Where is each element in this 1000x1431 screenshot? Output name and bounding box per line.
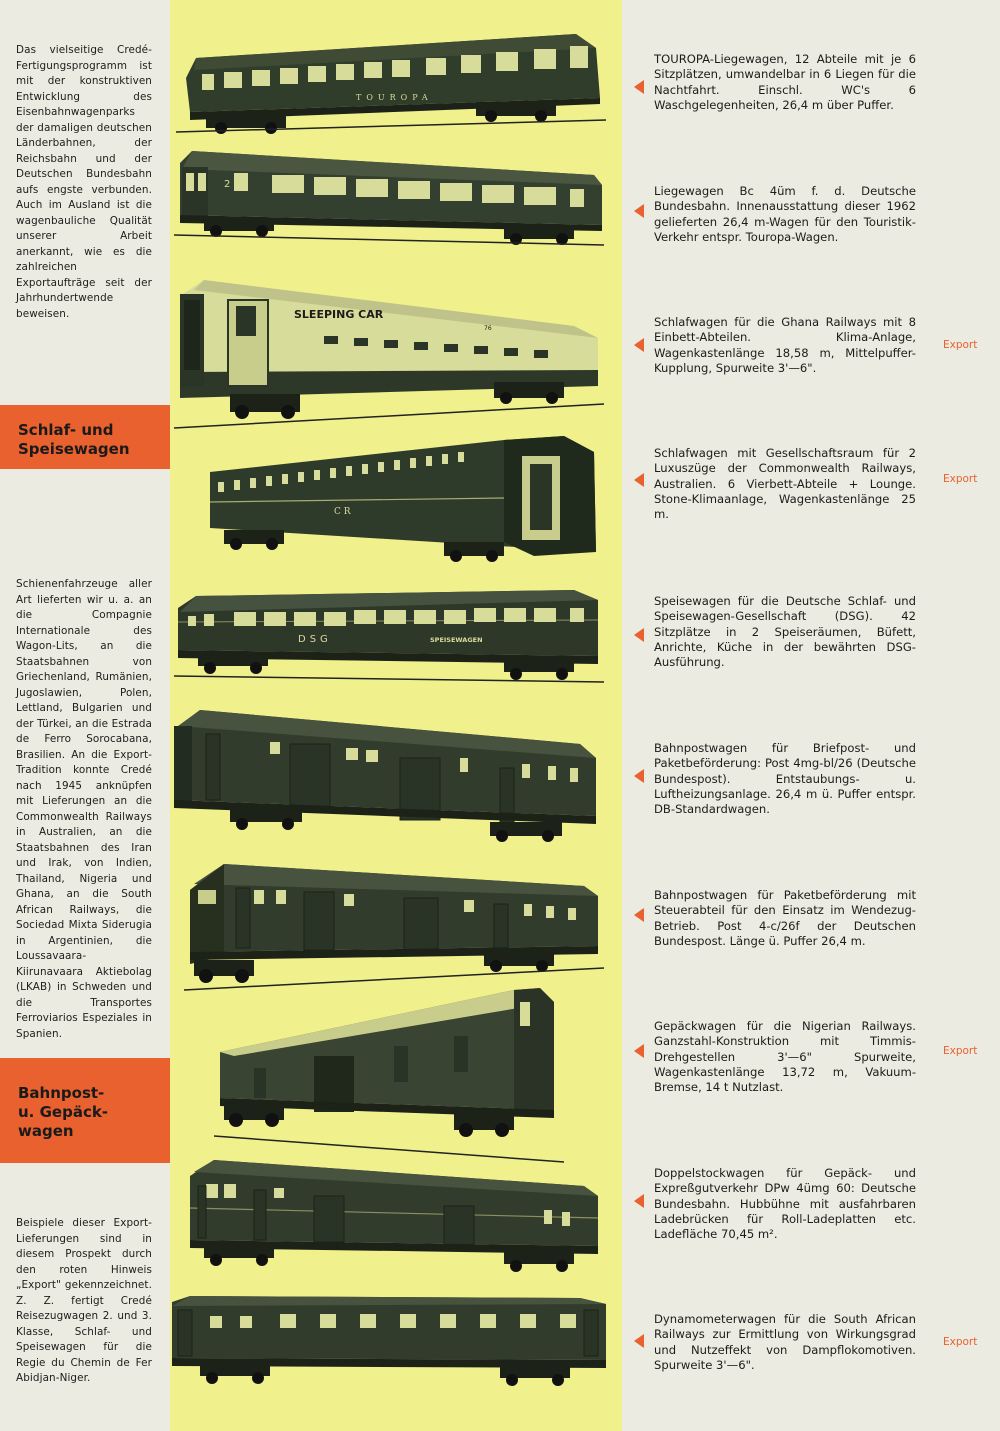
nigerian-baggage-car-image [214,986,564,1166]
pointer-arrow-icon [634,204,644,218]
pointer-arrow-icon [634,1194,644,1208]
entry-dynamometer-car: Dynamometerwagen für die South African R… [654,1312,916,1372]
section-label-line: Speisewagen [18,440,130,458]
left-column: Das vielseitige Credé-Fertigungsprogramm… [0,0,170,1431]
touropa-couchette-car-image: TOUROPA [176,28,606,138]
control-mail-van-image [184,860,604,1000]
pointer-arrow-icon [634,473,644,487]
sleeping-car-lettering: SLEEPING CAR [294,308,384,321]
intro-paragraph: Das vielseitige Credé-Fertigungsprogramm… [16,44,152,320]
ghana-sleeping-car-image: SLEEPING CAR 76 [174,276,604,436]
entry-control-mail-van: Bahnpostwagen für Paketbeförderung mit S… [654,888,916,948]
photo-strip: TOUROPA 2 [170,0,622,1431]
entry-ghana-sleeping-car: Schlafwagen für die Ghana Railways mit 8… [654,315,916,375]
class-number-2: 2 [224,179,230,190]
car-number-76: 76 [484,325,492,332]
export-badge: Export [943,1336,978,1348]
entry-double-deck-car: Doppelstockwagen für Gepäck- und Expreßg… [654,1166,916,1242]
export-badge: Export [943,339,978,351]
pointer-arrow-icon [634,338,644,352]
examples-paragraph: Beispiele dieser Export-Lieferungen sind… [16,1217,152,1384]
section-label-line: u. Gepäck- [18,1103,109,1121]
dsg-lettering: DSG [298,634,332,645]
pointer-arrow-icon [634,908,644,922]
section-label-line: Bahnpost- [18,1084,105,1102]
pointer-arrow-icon [634,80,644,94]
section-label-line: Schlaf- und [18,421,114,439]
export-badge: Export [943,473,978,485]
entry-commonwealth-sleeping-car: Schlafwagen mit Gesellschaftsraum für 2 … [654,446,916,522]
double-deck-baggage-car-image [184,1156,604,1276]
entry-mail-van: Bahnpostwagen für Briefpost- und Paketbe… [654,741,916,817]
entry-touropa: TOUROPA-Liegewagen, 12 Abteile mit je 6 … [654,52,916,112]
clients-paragraph: Schienenfahrzeuge aller Art lieferten wi… [16,578,152,1040]
pointer-arrow-icon [634,1334,644,1348]
speisewagen-lettering: SPEISEWAGEN [430,636,483,644]
section-label-mail-baggage: Bahnpost- u. Gepäck- wagen [0,1058,170,1163]
entry-nigerian-baggage-car: Gepäckwagen für die Nigerian Railways. G… [654,1019,916,1095]
export-badge: Export [943,1045,978,1057]
touropa-lettering: TOUROPA [356,93,433,102]
pointer-arrow-icon [634,628,644,642]
section-label-line: wagen [18,1122,74,1140]
entry-liegewagen: Liegewagen Bc 4üm f. d. Deutsche Bundesb… [654,184,916,244]
pointer-arrow-icon [634,1044,644,1058]
mail-van-image [170,704,600,844]
dsg-dining-car-image: DSG SPEISEWAGEN [174,582,604,692]
section-label-sleeping-dining: Schlaf- und Speisewagen [0,405,170,469]
cr-lettering: C R [334,507,351,517]
bc4um-couchette-car-image: 2 [174,145,604,255]
entry-dsg-dining-car: Speisewagen für die Deutsche Schlaf- und… [654,594,916,670]
dynamometer-car-image [170,1292,610,1388]
pointer-arrow-icon [634,769,644,783]
commonwealth-sleeping-car-image: C R [204,432,604,572]
